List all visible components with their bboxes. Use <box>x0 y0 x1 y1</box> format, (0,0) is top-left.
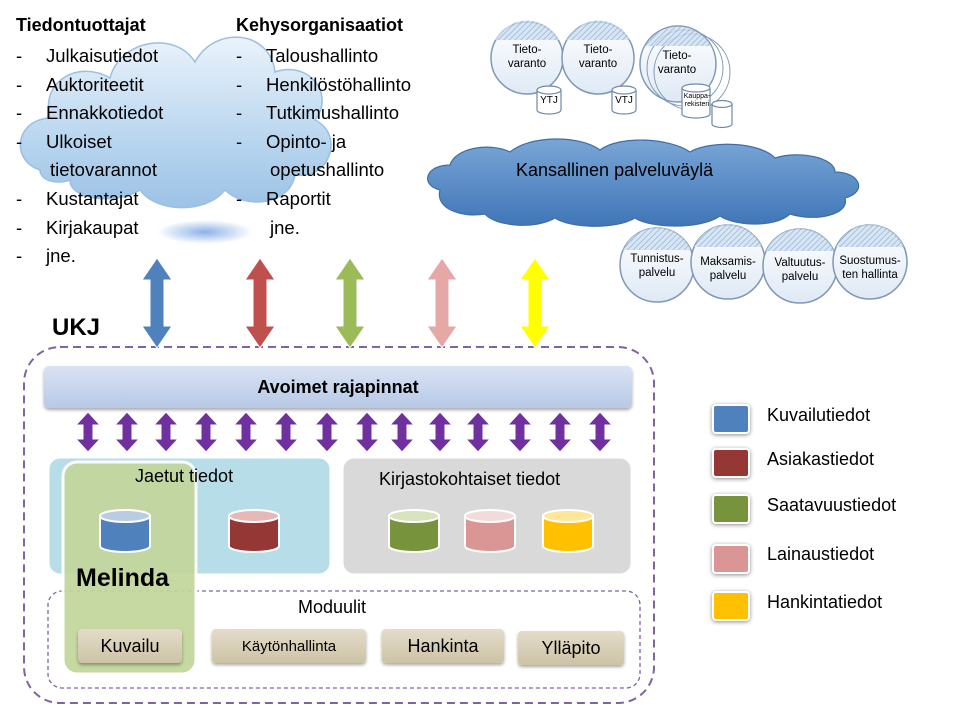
melinda-panel <box>61 460 198 676</box>
list-item: -Ennakkotiedot <box>16 102 164 124</box>
legend-label: Saatavuustiedot <box>767 495 897 515</box>
legend-swatch-saatavuus <box>712 494 750 524</box>
arrow-purple-1 <box>74 411 102 453</box>
ukj-title: UKJ <box>52 314 101 341</box>
arrow-red <box>244 257 276 349</box>
list-item: -Taloushallinto <box>236 45 379 66</box>
tietovaranto-label-2: Tieto-varanto <box>578 44 618 70</box>
legend-swatch-lainaus <box>712 544 750 574</box>
tiedontuottajat-list: -Julkaisutiedot -Auktoriteetit -Ennakkot… <box>16 42 163 271</box>
tiedontuottajat-title: Tiedontuottajat <box>16 15 146 35</box>
palvelu-label-tunnistus: Tunnistus-palvelu <box>630 253 684 279</box>
palvelu-label-maksamis: Maksamis-palvelu <box>700 256 756 282</box>
list-item: -Opinto- ja <box>236 130 347 152</box>
module-hankinta: Hankinta <box>382 629 504 663</box>
list-item: tietovarannot <box>50 159 157 181</box>
list-item: -Henkilöstöhallinto <box>236 73 412 95</box>
list-item: -Kustantajat <box>16 187 139 209</box>
legend-swatch-asiakas <box>712 448 750 478</box>
palvelu-label-suostumus: Suostumus-ten hallinta <box>839 255 901 281</box>
arrow-purple-5 <box>232 411 260 453</box>
arrow-purple-7 <box>313 411 341 453</box>
arrow-purple-6 <box>272 411 300 453</box>
moduulit-boundary <box>47 590 641 689</box>
module-yllapito: Ylläpito <box>518 631 624 665</box>
palveluvayla-label: Kansallinen palveluväylä <box>516 160 714 180</box>
legend-swatch-kuvailu <box>712 404 750 434</box>
list-item: -Auktoriteetit <box>16 73 144 95</box>
arrow-purple-10 <box>426 411 454 453</box>
db-asiakas <box>228 509 280 553</box>
db-saatavuus <box>388 509 440 553</box>
arrow-purple-3 <box>152 411 180 453</box>
kirjastokohtaiset-label: Kirjastokohtaiset tiedot <box>379 469 561 489</box>
big-arrows <box>141 257 551 349</box>
list-item: jne. <box>270 216 300 238</box>
arrow-purple-9 <box>388 411 416 453</box>
list-item: -Julkaisutiedot <box>16 45 159 66</box>
small-arrows <box>74 411 614 453</box>
legend-label: Asiakastiedot <box>767 449 875 469</box>
legend-label: Lainaustiedot <box>767 544 875 564</box>
db-hankinta <box>542 509 594 553</box>
cloud-shape <box>19 36 332 244</box>
palvelu-circles <box>619 224 908 304</box>
list-item: -Ulkoiset <box>16 130 112 152</box>
palvelu-label-valtuutus: Valtuutus-palvelu <box>774 257 826 283</box>
arrow-purple-8 <box>353 411 381 453</box>
tietovaranto-label-1: Tieto-varanto <box>507 44 547 70</box>
arrow-purple-2 <box>113 411 141 453</box>
arrow-purple-13 <box>546 411 574 453</box>
legend-label: Hankintatiedot <box>767 592 883 612</box>
kehysorganisaatiot-list: -Taloushallinto -Henkilöstöhallinto -Tut… <box>236 42 411 242</box>
arrow-green <box>334 257 366 349</box>
melinda-title: Melinda <box>76 564 170 592</box>
db-cylinders <box>99 509 594 553</box>
list-item: -jne. <box>16 245 76 267</box>
db-label-kaupparekisteri: Kauppa-rekisteri <box>683 93 711 108</box>
db-kuvailu <box>99 509 151 553</box>
arrow-purple-14 <box>586 411 614 453</box>
ukj-boundary <box>23 346 655 704</box>
legend-label: Kuvailutiedot <box>767 405 871 425</box>
kehysorganisaatiot-title: Kehysorganisaatiot <box>236 15 404 35</box>
db-label-ytj: YTJ <box>540 95 558 106</box>
db-lainaus <box>464 509 516 553</box>
moduulit-title: Moduulit <box>298 597 367 617</box>
avoimet-rajapinnat-bar: Avoimet rajapinnat <box>44 366 632 408</box>
legend-swatch-hankinta <box>712 591 750 621</box>
module-kuvailu: Kuvailu <box>78 629 182 663</box>
list-item: -Tutkimushallinto <box>236 102 399 124</box>
list-item: -Kirjakaupat <box>16 216 139 238</box>
palveluvayla-cloud <box>427 138 860 227</box>
jaetut-tiedot-label: Jaetut tiedot <box>135 466 234 486</box>
tietovaranto-label-3: Tieto-varanto <box>657 50 697 76</box>
arrow-purple-4 <box>192 411 220 453</box>
db-label-vtj: VTJ <box>615 95 633 106</box>
arrow-yellow <box>519 257 551 349</box>
arrow-purple-12 <box>506 411 534 453</box>
list-item: opetushallinto <box>270 159 385 181</box>
list-item: -Raportit <box>236 187 331 209</box>
arrow-purple-11 <box>464 411 492 453</box>
arrow-pink <box>426 257 458 349</box>
tietovaranto-group <box>490 20 733 129</box>
module-kaytonhallinta: Käytönhallinta <box>212 629 366 663</box>
arrow-blue <box>141 257 173 349</box>
